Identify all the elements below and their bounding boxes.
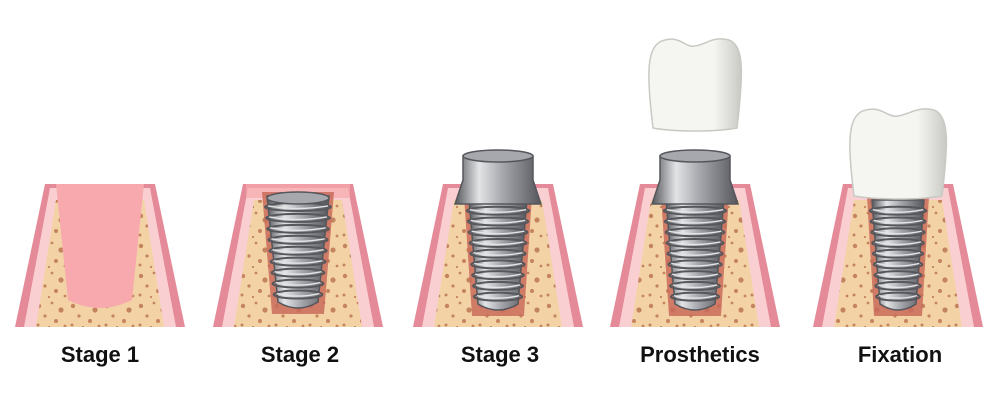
screw-thread-highlight xyxy=(472,241,524,246)
screw-thread xyxy=(875,291,921,302)
screw-thread xyxy=(272,289,324,300)
screw-thread-highlight xyxy=(269,216,327,221)
screw-thread xyxy=(869,216,927,227)
screw-thread-highlight xyxy=(878,294,918,299)
screw-thread-highlight xyxy=(672,284,718,289)
abutment xyxy=(453,155,543,205)
screw-thread xyxy=(472,280,524,291)
stage-label-prosthetics: Prosthetics xyxy=(640,342,760,367)
screw-thread-highlight xyxy=(474,262,522,267)
screw-thread-highlight xyxy=(275,281,321,286)
screw-thread xyxy=(467,227,529,238)
floating-crown xyxy=(648,38,743,132)
screw-thread-highlight xyxy=(670,251,720,256)
screw-thread-highlight xyxy=(673,294,717,299)
screw-thread xyxy=(471,270,525,281)
screw-thread-highlight xyxy=(874,241,922,246)
fixed-crown xyxy=(849,108,948,200)
stage-3-illustration xyxy=(413,149,583,327)
screw-thread xyxy=(662,205,728,216)
screw-thread-highlight xyxy=(669,241,721,246)
abutment xyxy=(650,155,740,205)
screw-thread xyxy=(666,248,724,259)
screw-thread xyxy=(873,270,923,281)
screw-thread xyxy=(469,248,527,259)
screw-thread-highlight xyxy=(276,292,320,297)
screw-thread-highlight xyxy=(476,294,520,299)
screw-thread-highlight xyxy=(874,230,922,235)
screw-thread-highlight xyxy=(272,249,324,253)
stage-label-2: Stage 2 xyxy=(260,342,340,367)
screw-thread-highlight xyxy=(273,259,323,264)
screw-thread-highlight xyxy=(471,230,525,235)
screw-thread-highlight xyxy=(473,251,523,256)
screw-thread-highlight xyxy=(873,219,923,224)
screw-thread xyxy=(265,212,331,223)
stage-1-illustration xyxy=(15,184,185,327)
screw-thread xyxy=(271,278,325,289)
screw-thread xyxy=(871,248,925,259)
stage-2-illustration xyxy=(213,184,383,327)
stage-label-fixation: Fixation xyxy=(857,342,943,367)
screw-thread-highlight xyxy=(876,262,920,267)
screw-thread-highlight xyxy=(469,209,527,213)
screw-thread xyxy=(669,280,721,291)
abutment-top xyxy=(462,149,534,163)
screw-thread-highlight xyxy=(470,219,526,224)
screw-thread-highlight xyxy=(666,209,724,213)
screw-thread-highlight xyxy=(270,227,326,232)
prosthetics-illustration xyxy=(610,38,780,327)
screw-thread xyxy=(466,216,530,227)
screw-thread xyxy=(468,237,528,248)
screw-thread xyxy=(270,267,326,278)
stage-label-3: Stage 3 xyxy=(460,342,540,367)
screw-thread xyxy=(871,237,925,248)
screw-thread xyxy=(663,216,727,227)
screw-thread xyxy=(269,256,327,267)
screw-thread xyxy=(669,291,721,302)
screw-thread xyxy=(870,227,926,238)
fixation-illustration xyxy=(813,108,983,327)
screw-thread xyxy=(268,245,328,256)
screw-thread-highlight xyxy=(671,262,719,267)
screw-thread-highlight xyxy=(875,252,921,256)
screw-thread-highlight xyxy=(475,284,521,289)
screw-thread xyxy=(472,291,524,302)
screw-thread xyxy=(667,259,723,270)
screw-thread-highlight xyxy=(878,284,918,289)
screw-thread xyxy=(868,205,928,216)
screw-thread xyxy=(470,259,526,270)
screw-thread xyxy=(266,223,330,234)
stage-label-1: Stage 1 xyxy=(60,342,140,367)
screw-thread xyxy=(872,259,924,270)
screw-thread-highlight xyxy=(872,209,924,213)
screw-thread-highlight xyxy=(667,219,723,224)
extraction-socket xyxy=(56,184,144,308)
screw-thread-highlight xyxy=(668,230,722,235)
screw-thread-highlight xyxy=(267,205,329,210)
screw-thread xyxy=(874,280,922,291)
screw-thread xyxy=(465,205,531,216)
screw-thread-highlight xyxy=(474,273,522,278)
screw-head xyxy=(266,191,330,205)
screw-thread xyxy=(267,234,329,245)
screw-thread xyxy=(665,237,725,248)
abutment-top xyxy=(659,149,731,163)
screw-thread-highlight xyxy=(877,273,919,278)
screw-thread-highlight xyxy=(671,273,719,278)
screw-thread-highlight xyxy=(271,238,325,242)
screw-thread xyxy=(664,227,726,238)
screw-thread xyxy=(668,270,722,281)
screw-thread-highlight xyxy=(274,270,322,275)
